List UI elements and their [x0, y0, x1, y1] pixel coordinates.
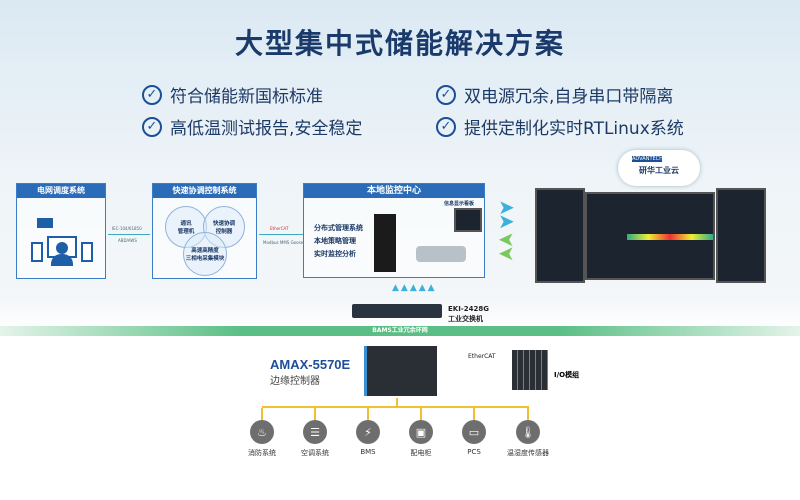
dashboard-screen-main [585, 192, 715, 280]
link-protocol-label: Modbus MMS Goose [263, 240, 304, 245]
panel-title: 快速协调控制系统 [153, 184, 256, 198]
battery-bolt-icon: ⚡ [356, 420, 380, 444]
brand-logo: ADVANTECH [632, 156, 663, 162]
bidirectional-arrow [108, 234, 150, 235]
cloud-icon: ADVANTECH 研华工业云 [618, 150, 700, 186]
check-icon: ✓ [436, 84, 456, 105]
device-label: 空调系统 [301, 449, 329, 457]
io-module-image [512, 350, 548, 390]
local-functions: 分布式管理系统 本地策略管理 实时监控分析 [314, 222, 363, 261]
uplink-arrows-icon: ▲▲▲▲▲ [392, 283, 437, 293]
switch-desc: 工业交换机 [448, 315, 483, 323]
feature-text: 高低温测试报告,安全稳定 [170, 119, 363, 139]
device-label: 配电柜 [410, 449, 432, 457]
check-icon: ✓ [142, 116, 162, 137]
display-board-icon [454, 208, 482, 232]
panel-title: 电网调度系统 [17, 184, 105, 198]
device-cabinet: ▣ 配电柜 [409, 408, 456, 458]
bus-line [396, 398, 398, 406]
device-label: PCS [467, 448, 481, 456]
switch-label: EKI-2428G 工业交换机 [448, 304, 489, 324]
download-arrows-icon: ➤➤ [498, 227, 515, 265]
io-label: I/O模组 [554, 371, 580, 379]
check-icon: ✓ [142, 84, 162, 105]
device-label: 消防系统 [248, 449, 276, 457]
device-pcs: ▭ PCS [462, 408, 509, 456]
bidirectional-arrow [259, 234, 303, 235]
thermometer-icon: 🌡 [516, 420, 540, 444]
ethercat-logo: EtherCAT [468, 353, 496, 360]
device-fire: ♨ 消防系统 [248, 408, 297, 458]
function-item: 分布式管理系统 [314, 224, 363, 232]
dashboard-screen-left [535, 188, 585, 283]
panel-title: 本地监控中心 [304, 184, 484, 198]
device-sensor: 🌡 温湿度传感器 [507, 408, 563, 458]
fast-control-panel: 快速协调控制系统 通讯 管理机 快速协调 控制器 高速高精度 三相电采集模块 [152, 183, 257, 279]
controller-label: AMAX-5570E 边缘控制器 [270, 357, 350, 387]
link-protocol-label: EtherCAT [270, 226, 289, 231]
feature-item: ✓ 双电源冗余,自身串口带隔离 [436, 82, 673, 107]
grid-dispatch-panel: 电网调度系统 [16, 183, 106, 279]
server-rack-icon [374, 214, 396, 272]
cabinet-icon: ▣ [409, 420, 433, 444]
operator-monitor-icon [17, 198, 105, 278]
function-item: 实时监控分析 [314, 250, 356, 258]
local-monitor-panel: 本地监控中心 分布式管理系统 本地策略管理 实时监控分析 信息显示看板 [303, 183, 485, 278]
feature-text: 提供定制化实时RTLinux系统 [464, 119, 684, 139]
device-label: 温湿度传感器 [507, 449, 549, 457]
venn-circle: 高速高精度 三相电采集模块 [183, 232, 227, 276]
feature-text: 符合储能新国标标准 [170, 87, 323, 107]
page-title: 大型集中式储能解决方案 [234, 27, 565, 60]
feature-item: ✓ 提供定制化实时RTLinux系统 [436, 114, 684, 139]
converter-icon: ▭ [462, 420, 486, 444]
device-bms: ⚡ BMS [356, 408, 403, 456]
device-ac: ☰ 空调系统 [301, 408, 350, 458]
dashboard-screen-right [716, 188, 766, 283]
board-label: 信息显示看板 [444, 201, 475, 207]
air-conditioner-icon: ☰ [303, 420, 327, 444]
controller-desc: 边缘控制器 [270, 376, 320, 387]
feature-item: ✓ 高低温测试报告,安全稳定 [142, 114, 362, 139]
upload-arrows-icon: ➤➤ [498, 195, 515, 233]
device-label: BMS [360, 448, 376, 456]
controller-image [364, 346, 437, 396]
controller-model: AMAX-5570E [270, 357, 351, 372]
link-protocol-label: ABD/AWS [118, 238, 137, 243]
ring-network-bar: BAMS工业冗余环网 [0, 326, 800, 336]
bus-line [262, 406, 529, 408]
check-icon: ✓ [436, 116, 456, 137]
function-item: 本地策略管理 [314, 237, 356, 245]
control-desk-icon [416, 246, 466, 262]
switch-model: EKI-2428G [448, 305, 489, 313]
fire-hydrant-icon: ♨ [250, 420, 274, 444]
feature-item: ✓ 符合储能新国标标准 [142, 82, 323, 107]
ethernet-switch-image [352, 304, 442, 318]
feature-text: 双电源冗余,自身串口带隔离 [464, 87, 674, 107]
cloud-label: 研华工业云 [639, 166, 679, 175]
link-protocol-label: IEC-104/61850 [112, 226, 142, 231]
